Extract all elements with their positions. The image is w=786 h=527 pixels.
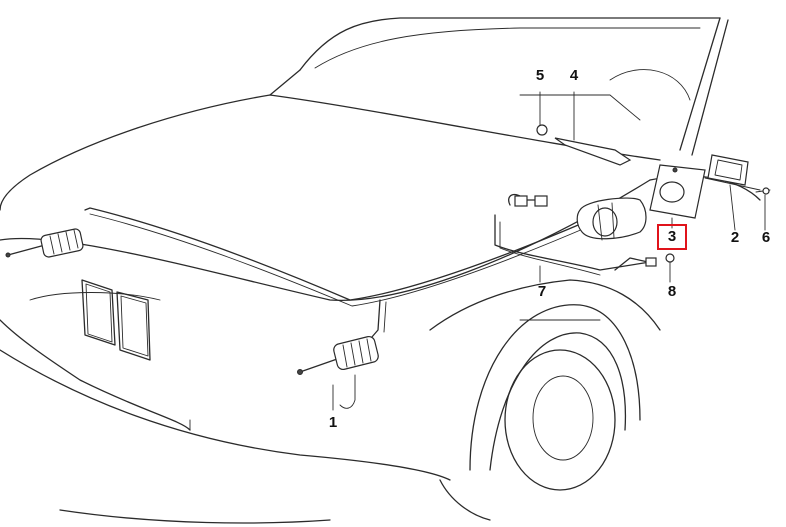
nozzle-right	[297, 335, 379, 409]
connector-8	[614, 253, 675, 283]
car-body-outline	[0, 17, 761, 524]
callout-8: 8	[667, 283, 677, 300]
callout-7: 7	[537, 283, 547, 300]
callout-5: 5	[535, 67, 545, 84]
callout-6: 6	[761, 229, 771, 246]
wiper-bracket-4	[536, 91, 632, 166]
leader-lines	[332, 265, 541, 411]
washer-pump	[514, 195, 647, 241]
nozzle-left	[5, 228, 84, 258]
callout-3-highlight-box	[657, 224, 687, 250]
reservoir-plate-3	[649, 164, 706, 229]
callout-3: 3	[667, 228, 677, 245]
callout-2: 2	[730, 229, 740, 246]
screw-6	[704, 177, 771, 231]
washer-hose-7	[84, 193, 651, 346]
callout-4: 4	[569, 67, 579, 84]
callout-1: 1	[328, 414, 338, 431]
bracket-2	[707, 154, 749, 231]
